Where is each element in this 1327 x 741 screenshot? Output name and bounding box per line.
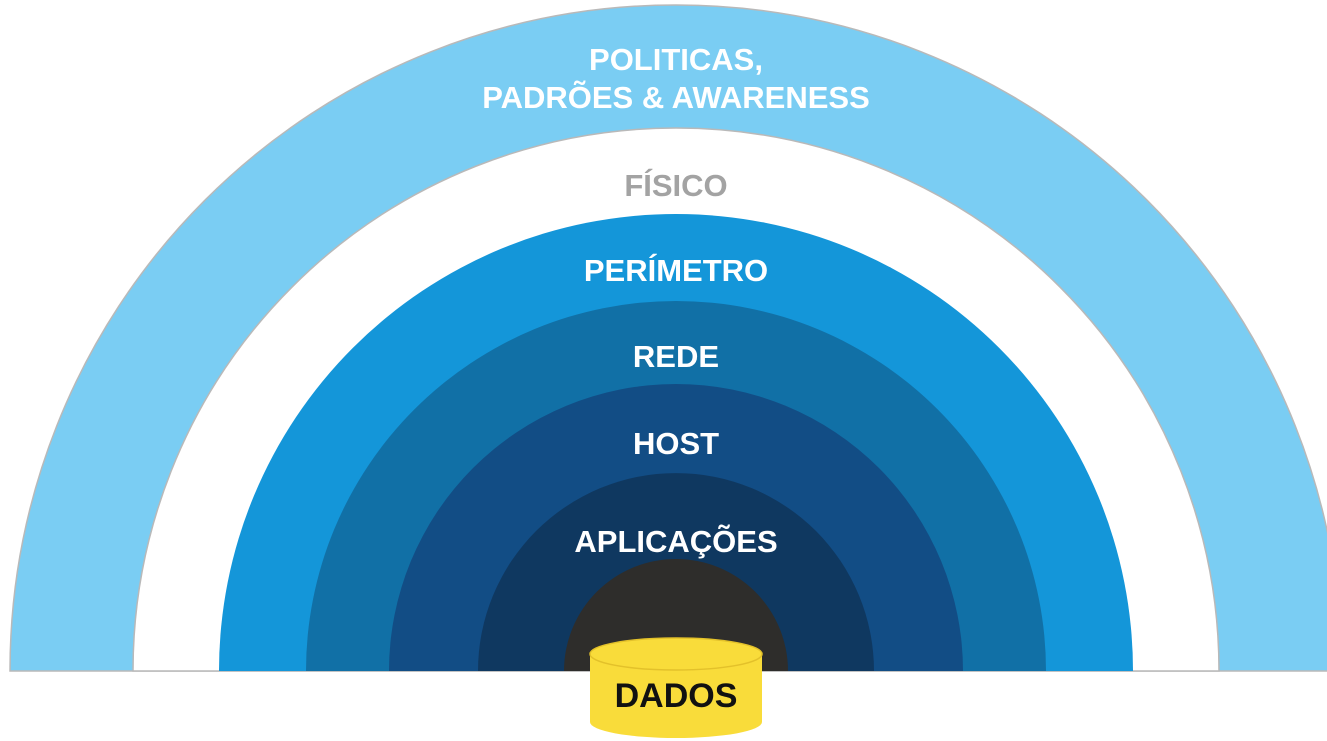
layer-label-perimetro: PERÍMETRO: [584, 253, 768, 288]
layer-label-host: HOST: [633, 426, 719, 461]
data-cylinder-icon: [589, 637, 763, 738]
cylinder-top: [589, 637, 763, 671]
layer-label-fisico: FÍSICO: [624, 168, 727, 203]
layer-label-politicas: POLITICAS,: [589, 42, 763, 77]
core-label-dados: DADOS: [615, 677, 738, 715]
layer-label-padroes-awareness: PADRÕES & AWARENESS: [482, 79, 870, 115]
layer-labels: POLITICAS,PADRÕES & AWARENESS FÍSICO PERÍM…: [482, 42, 870, 559]
layer-label-rede: REDE: [633, 339, 719, 374]
layer-rings: [9, 4, 1327, 672]
cylinder-bottom: [590, 706, 762, 738]
layer-label-aplicacoes: APLICAÇÕES: [574, 523, 777, 559]
